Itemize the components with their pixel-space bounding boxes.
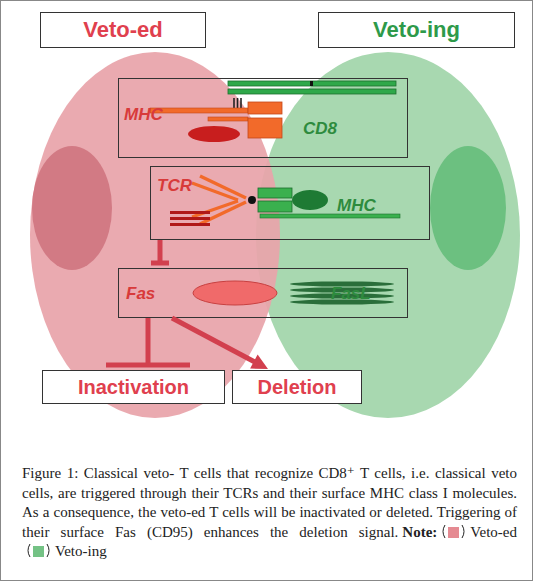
mhc-chain [208, 117, 248, 121]
vetoed-cell [30, 52, 280, 418]
arrow-head [250, 354, 268, 369]
tcr-chain [192, 201, 238, 217]
connector-line [158, 240, 163, 263]
mhc-chain [260, 214, 400, 218]
mhc-domain [248, 102, 282, 114]
legend-paren [46, 543, 51, 558]
tcr-chain [192, 183, 238, 200]
interaction-box: MHC CD8 [118, 78, 408, 158]
cd8-mark [310, 81, 313, 86]
binding-tick [237, 98, 239, 109]
inhibition-connector [151, 240, 169, 263]
mhc-chain [150, 108, 248, 113]
legend-paren [461, 524, 466, 539]
inhibition-connector [106, 318, 190, 365]
cell-title: Veto-ed [40, 12, 206, 48]
inhibition-bar [151, 261, 169, 266]
tcr-bar [170, 217, 210, 220]
tcr-bar [170, 223, 210, 226]
binding-tick [233, 98, 235, 109]
cd8-chain [228, 81, 396, 86]
cell-title: Veto-ing [318, 12, 515, 48]
connector-line [172, 318, 257, 363]
legend-item: Veto-ed [441, 523, 517, 543]
fas-receptor [193, 281, 277, 305]
outcome-text: Inactivation [78, 376, 189, 399]
binding-tick [240, 98, 242, 109]
molecule-label: MHC [124, 105, 163, 125]
legend-text: Veto-ed [470, 524, 517, 540]
cd8-chain [228, 89, 396, 94]
outcome-box: Deletion [232, 370, 362, 404]
arrow-connector [172, 318, 268, 369]
molecule-label: FasL [331, 284, 371, 304]
cell-title-text: Veto-ed [83, 17, 162, 43]
molecule-label: Fas [126, 284, 155, 304]
interaction-box: Fas FasL [118, 268, 408, 318]
caption-block: Figure 1: Classical veto- T cells that r… [22, 464, 517, 562]
cell-title-text: Veto-ing [373, 17, 460, 43]
mhc-domain [258, 188, 292, 198]
mhc-base [188, 126, 240, 142]
molecule-label: MHC [337, 196, 376, 216]
connector-line [146, 318, 151, 365]
mhc-domain [248, 118, 282, 138]
inhibition-bar [106, 363, 190, 368]
legend-item: Veto-ing [26, 542, 107, 562]
figure-caption: Figure 1: Classical veto- T cells that r… [22, 465, 517, 540]
molecule-label: CD8 [303, 119, 337, 139]
peptide-dot [248, 196, 256, 204]
mhc-domain [258, 201, 292, 212]
outcome-text: Deletion [258, 376, 337, 399]
molecule-label: TCR [157, 176, 192, 196]
legend-paren [441, 524, 446, 539]
mhc-base [292, 190, 328, 210]
note-label: Note: [402, 524, 437, 540]
legend-swatch [448, 527, 459, 538]
tcr-bar [170, 211, 210, 214]
interaction-box: TCR MHC [150, 166, 430, 240]
vetoing-cell [256, 52, 520, 418]
outcome-box: Inactivation [42, 370, 225, 404]
legend-text: Veto-ing [55, 543, 107, 559]
vetoing-nucleus [430, 146, 506, 270]
legend-paren [26, 543, 31, 558]
legend-swatch [33, 546, 44, 557]
vetoed-nucleus [32, 146, 112, 270]
